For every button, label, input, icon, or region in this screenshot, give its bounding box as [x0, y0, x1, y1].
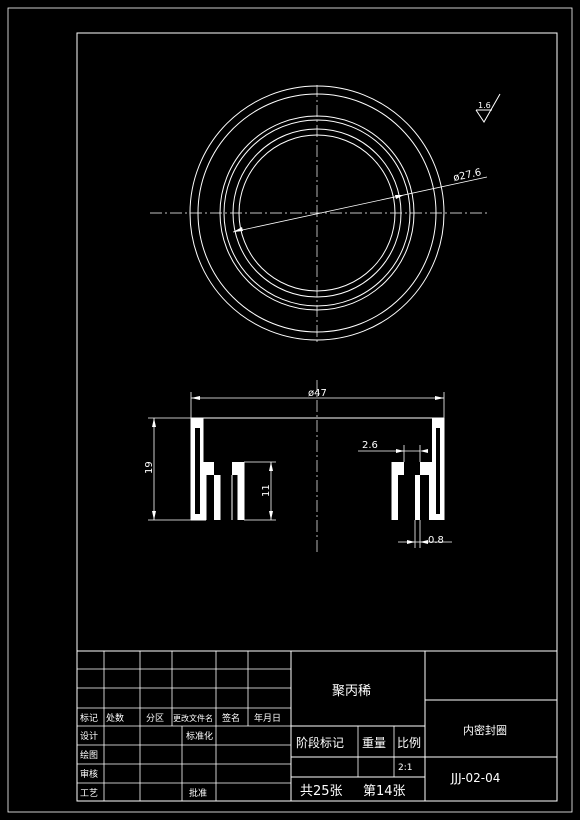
outer-circle-2 [197, 93, 437, 333]
gap-label: 0.8 [428, 535, 444, 546]
header-draw: 绘图 [80, 749, 98, 761]
outer-circle [189, 85, 445, 341]
title-block: 标记 处数 分区 更改文件名 签名 年月日 设计 标准化 绘图 审核 工艺 批准… [76, 650, 558, 802]
mid-circle-2 [223, 119, 411, 307]
sheet-number: 第14张 [363, 784, 406, 799]
header-approve: 批准 [189, 787, 207, 799]
right-section-hatch [392, 418, 444, 520]
inner-height-label: 11 [261, 484, 272, 497]
stage-mark-header: 阶段标记 [296, 735, 344, 750]
height-label: 19 [144, 461, 155, 474]
header-date: 年月日 [254, 712, 281, 724]
header-change-doc: 更改文件名 [173, 713, 213, 723]
header-zone: 分区 [146, 713, 164, 724]
roughness-symbol: 1.6 [475, 93, 501, 123]
mid-circle-1 [219, 115, 415, 311]
roughness-value: 1.6 [478, 101, 491, 110]
left-section-hatch [191, 418, 244, 520]
drawing-number: JJJ-02-04 [450, 771, 500, 785]
header-count: 处数 [106, 712, 124, 724]
section-view: ø47 19 11 [144, 380, 452, 555]
total-sheets: 共25张 [300, 784, 343, 799]
diameter-leader [232, 176, 488, 233]
lip-width-label: 2.6 [362, 440, 378, 451]
top-view: ø27.6 [150, 85, 490, 345]
weight-header: 重量 [362, 736, 386, 750]
mid-circle-3 [232, 128, 402, 298]
header-process: 工艺 [80, 788, 98, 799]
scale-value: 2:1 [398, 763, 412, 773]
header-signature: 签名 [222, 712, 240, 724]
outer-diameter-label: ø47 [308, 388, 327, 399]
header-mark: 标记 [80, 712, 98, 724]
scale-header: 比例 [397, 736, 421, 750]
inner-circle [238, 134, 396, 292]
part-name: 内密封圈 [463, 723, 507, 737]
header-design: 设计 [80, 730, 98, 742]
header-review: 审核 [80, 768, 98, 780]
material-label: 聚丙稀 [332, 684, 371, 699]
header-standardize: 标准化 [186, 730, 213, 742]
outer-border [7, 7, 573, 813]
